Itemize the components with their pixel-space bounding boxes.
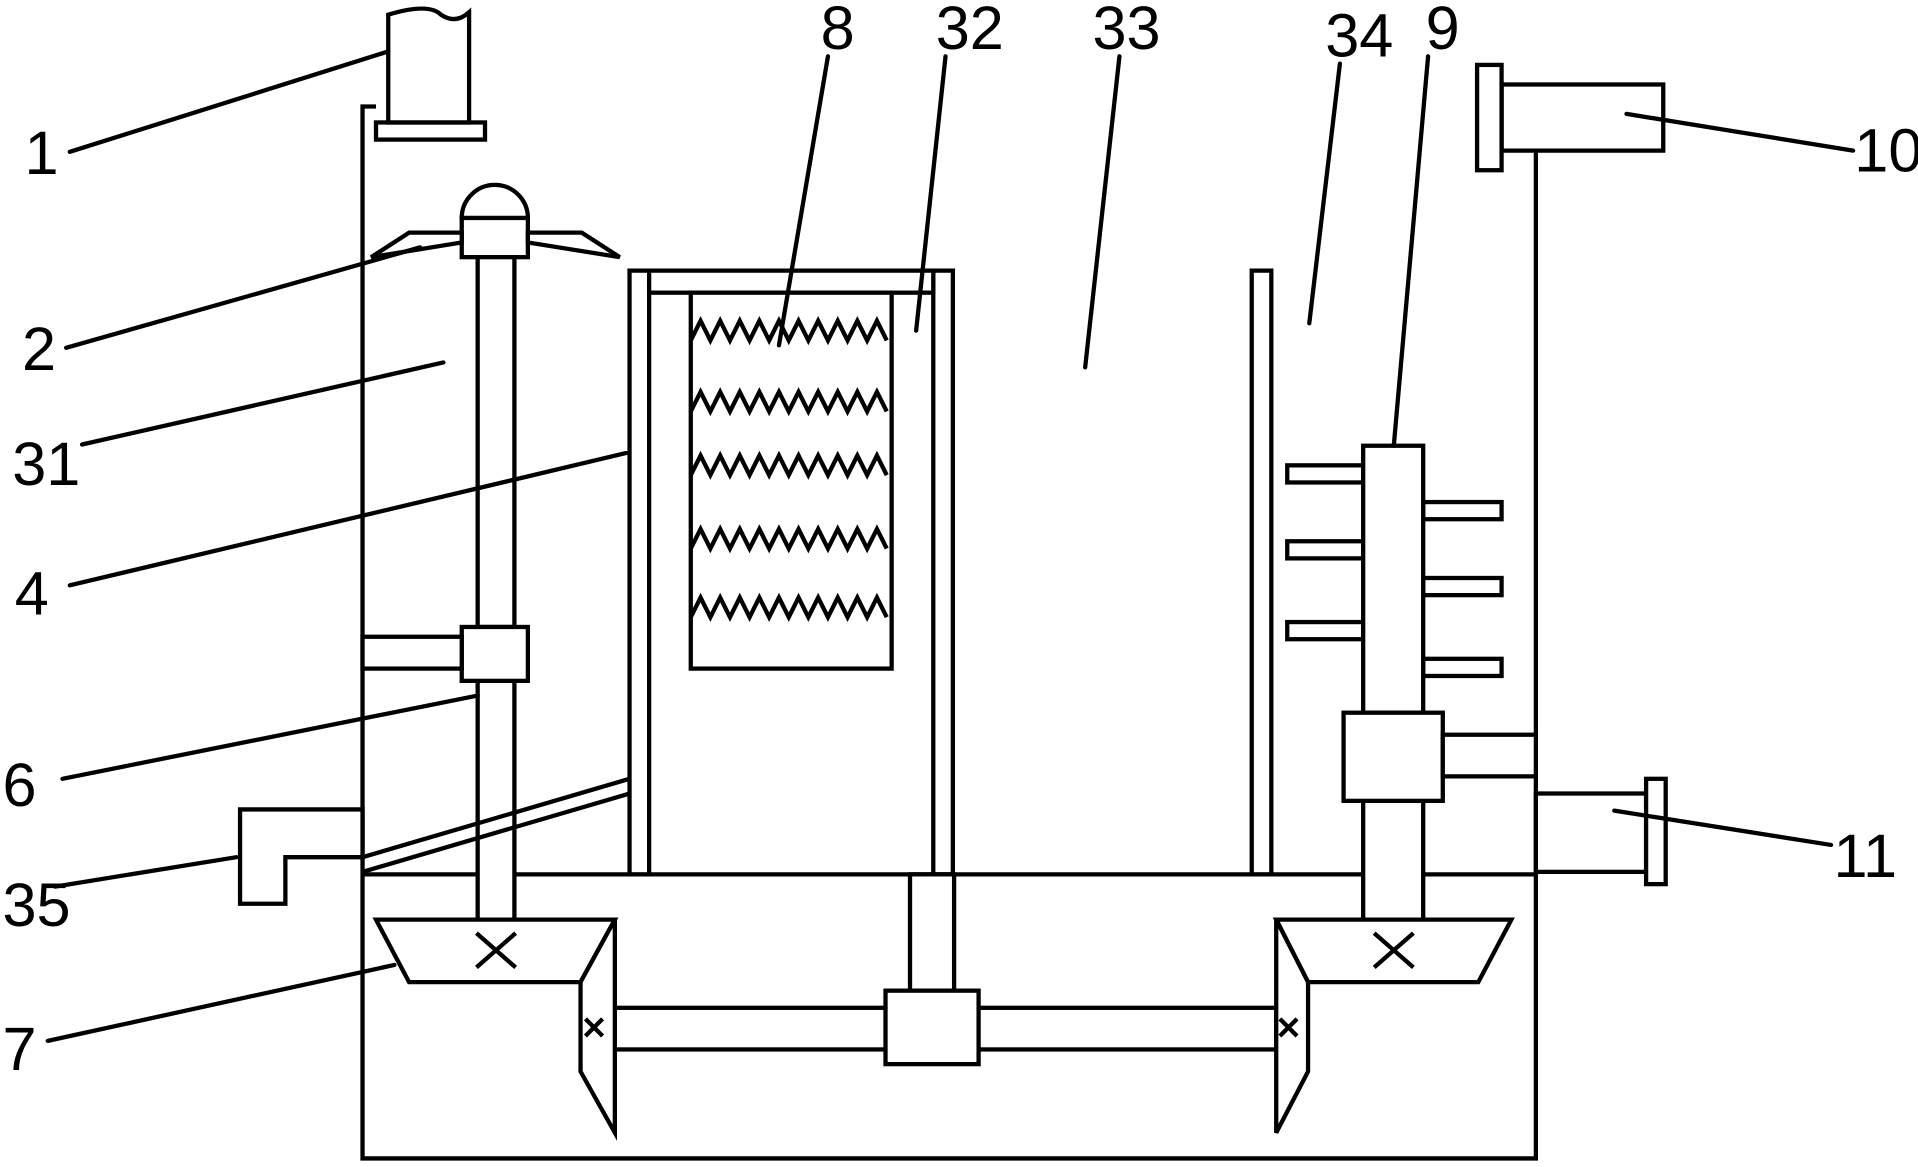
top-inlet-pipe (373, 6, 488, 142)
top-right-pipe (1474, 62, 1666, 173)
right-bevel-gears (1272, 917, 1515, 1134)
left-bevel-gears (372, 917, 619, 1141)
label-8: 8 (821, 0, 855, 62)
zigzag-5 (688, 592, 889, 622)
bottom-right-outlet (1533, 776, 1668, 887)
label-6: 6 (2, 751, 36, 819)
label-10: 10 (1854, 116, 1918, 184)
zigzag-3 (688, 450, 889, 480)
label-32: 32 (936, 0, 1004, 62)
label-31: 31 (12, 430, 80, 498)
rotor-blades (369, 182, 621, 260)
left-outlet-pipe (237, 807, 365, 906)
inclined-rods (361, 776, 631, 874)
stirring-shaft (1285, 443, 1539, 922)
leader-lines (45, 49, 1856, 1044)
filter-element (688, 290, 894, 671)
zigzag-1 (688, 316, 889, 346)
label-1: 1 (24, 119, 58, 187)
label-4: 4 (15, 560, 49, 628)
zigzag-2 (688, 387, 889, 417)
partition-wall (1249, 268, 1274, 877)
zigzag-4 (688, 524, 889, 554)
label-35: 35 (2, 871, 70, 939)
label-11: 11 (1833, 822, 1897, 890)
reference-labels: 1 2 31 4 6 35 7 8 32 33 34 9 10 11 (2, 0, 1918, 1083)
label-9: 9 (1426, 0, 1460, 62)
drive-shaft (610, 988, 1279, 1067)
central-shaft (907, 872, 957, 993)
label-34: 34 (1325, 1, 1393, 69)
label-7: 7 (2, 1015, 36, 1083)
label-2: 2 (22, 315, 56, 383)
label-33: 33 (1093, 0, 1161, 62)
left-shaft (360, 255, 531, 922)
